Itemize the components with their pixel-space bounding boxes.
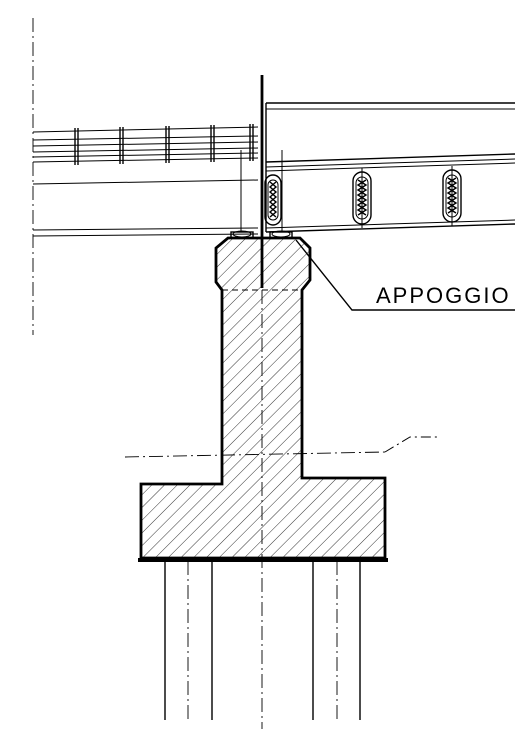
right-deck-girder xyxy=(240,102,515,233)
bearing-callout-label: APPOGGIO xyxy=(376,283,511,308)
opening-reinforcement-pattern xyxy=(268,177,458,218)
ground-level-leader xyxy=(384,436,440,453)
pier-concrete-section xyxy=(139,236,387,560)
left-deck-railing xyxy=(32,124,259,237)
bearing-callout-leader xyxy=(295,239,515,311)
ground-level-line xyxy=(124,451,386,458)
piles xyxy=(164,561,361,722)
